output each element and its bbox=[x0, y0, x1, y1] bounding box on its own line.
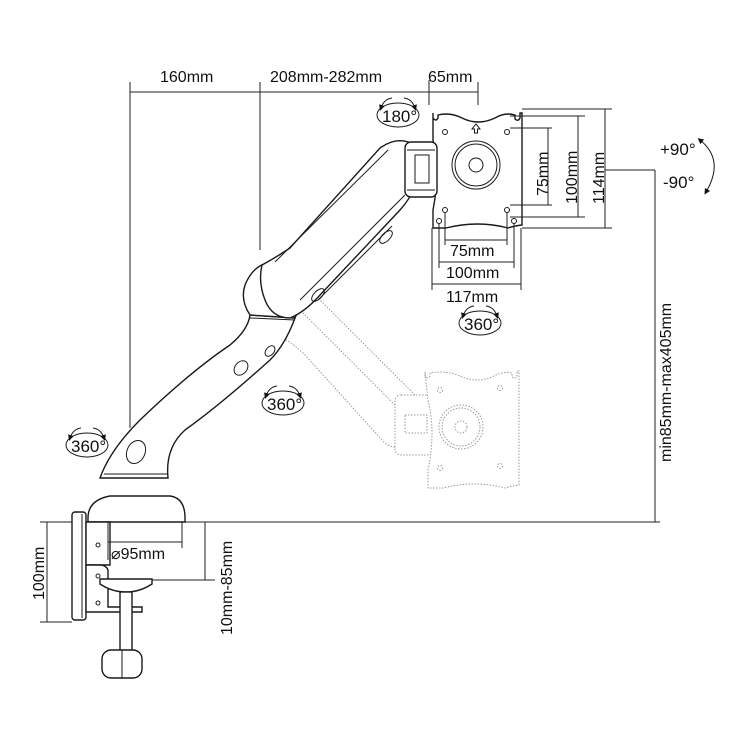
rotation-360-upper-joint-label: 360° bbox=[267, 395, 302, 414]
rotation-360-base-label: 360° bbox=[71, 437, 106, 456]
clamp-dimensions bbox=[40, 521, 215, 623]
dim-clamp-100mm: 100mm bbox=[31, 547, 48, 600]
arm-lowered-position-ghost bbox=[261, 289, 520, 489]
dim-160mm: 160mm bbox=[160, 69, 213, 86]
tilt-arrow-icon bbox=[697, 138, 715, 195]
rotation-360-plate-label: 360° bbox=[464, 315, 499, 334]
rotation-360-plate-icon bbox=[458, 305, 502, 336]
rotation-360-base-icon bbox=[65, 427, 109, 458]
vesa-vertical-dims bbox=[510, 108, 655, 229]
dim-desk-10-85mm: 10mm-85mm bbox=[219, 541, 236, 635]
desk-clamp bbox=[71, 495, 186, 679]
dim-208-282mm: 208mm-282mm bbox=[270, 69, 382, 86]
rotation-180-label: 180° bbox=[382, 107, 417, 126]
up-arrow-icon bbox=[470, 123, 482, 134]
dim-base-95mm: ⌀95mm bbox=[111, 546, 165, 563]
height-range-dimension bbox=[180, 170, 660, 523]
dim-plate-114: 114mm bbox=[591, 152, 608, 204]
dim-plate-117: 117mm bbox=[446, 289, 498, 306]
dim-vesa-100-vertical: 100mm bbox=[564, 151, 581, 204]
rotation-180-icon bbox=[376, 97, 420, 128]
rotation-360-upper-joint-icon bbox=[261, 385, 305, 416]
tilt-minus-90-label: -90° bbox=[663, 173, 694, 192]
dim-vesa-75-horizontal: 75mm bbox=[450, 243, 494, 260]
monitor-arm bbox=[99, 140, 438, 479]
vesa-horizontal-dims bbox=[431, 212, 522, 290]
dim-vesa-100-horizontal: 100mm bbox=[446, 265, 499, 282]
dim-65mm: 65mm bbox=[428, 69, 472, 86]
dim-vesa-75-vertical: 75mm bbox=[535, 152, 552, 196]
vesa-plate bbox=[432, 112, 523, 229]
top-dimension-lines bbox=[129, 80, 479, 428]
dim-height-range: min85mm-max405mm bbox=[658, 303, 675, 462]
tilt-plus-90-label: +90° bbox=[660, 140, 696, 159]
